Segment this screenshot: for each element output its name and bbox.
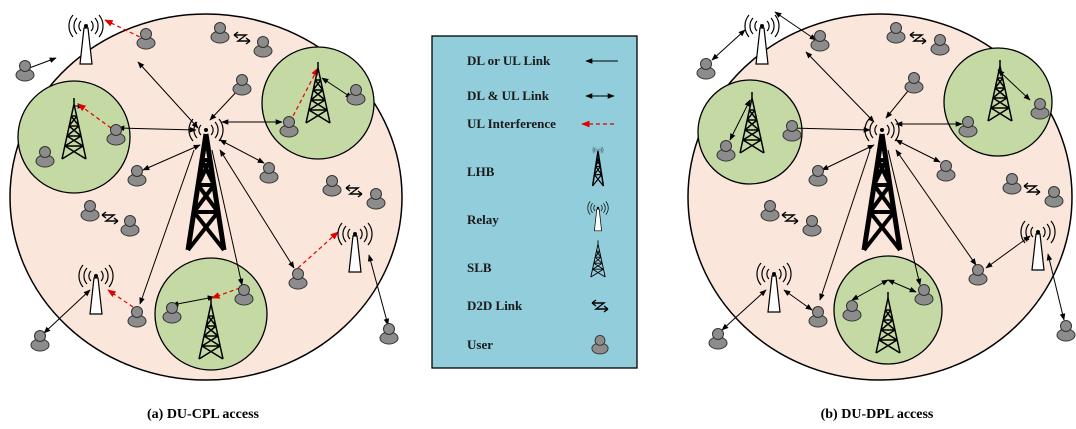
legend: DL or UL Link DL & UL Link UL Interferen…	[431, 35, 638, 369]
legend-label-slb: SLB	[467, 260, 492, 275]
legend-label-user: User	[467, 337, 493, 352]
caption-a: (a) DU-CPL access	[147, 407, 260, 422]
legend-label-ul-interference: UL Interference	[467, 116, 556, 131]
legend-label-dl-and-ul: DL & UL Link	[467, 88, 550, 103]
panel-a	[9, 13, 403, 381]
legend-label-dl-or-ul: DL or UL Link	[467, 53, 551, 68]
legend-box	[431, 35, 638, 369]
panel-b	[687, 11, 1076, 381]
legend-label-lhb: LHB	[467, 164, 495, 179]
legend-label-relay: Relay	[467, 212, 499, 227]
legend-label-d2d-link: D2D Link	[467, 298, 523, 313]
caption-b: (b) DU-DPL access	[821, 407, 934, 422]
small-cell-a-bottom	[154, 257, 268, 371]
